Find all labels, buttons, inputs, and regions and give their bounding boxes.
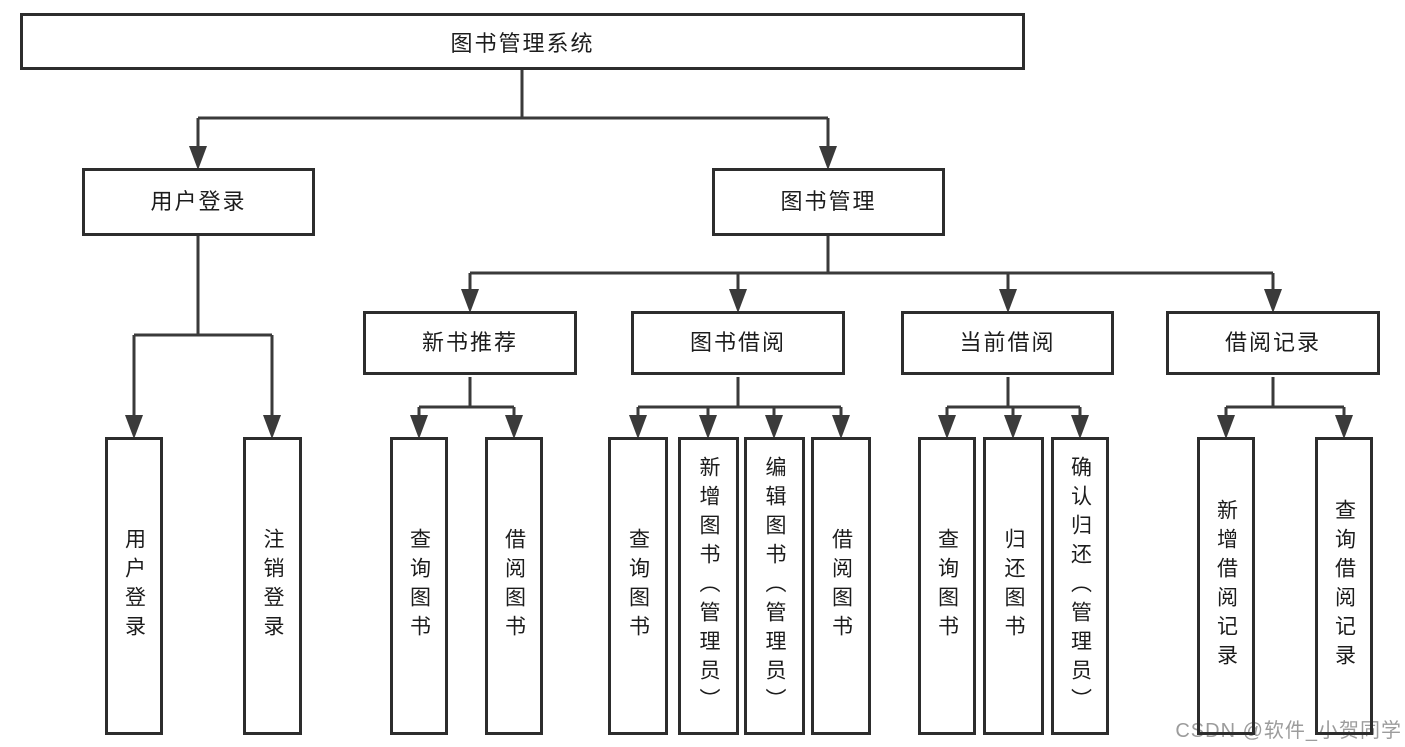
watermark: CSDN @软件_小贺同学 bbox=[1175, 720, 1402, 742]
leaf-records-add: 新增借阅记录 bbox=[1197, 437, 1255, 735]
leaf-borrow-add-label: 新增图书（管理员） bbox=[697, 455, 720, 717]
leaf-current-return-label: 归还图书 bbox=[1002, 528, 1025, 644]
node-root: 图书管理系统 bbox=[20, 13, 1025, 70]
leaf-newbook-borrow-label: 借阅图书 bbox=[502, 528, 526, 644]
leaf-newbook-borrow: 借阅图书 bbox=[485, 437, 543, 735]
node-borrow-records: 借阅记录 bbox=[1166, 311, 1380, 375]
leaf-borrow-borrow: 借阅图书 bbox=[811, 437, 871, 735]
leaf-newbook-query-label: 查询图书 bbox=[407, 528, 431, 644]
leaf-user-login-label: 用户登录 bbox=[122, 528, 146, 644]
node-book-borrow-label: 图书借阅 bbox=[689, 330, 786, 355]
leaf-borrow-add: 新增图书（管理员） bbox=[678, 437, 739, 735]
leaf-current-confirm: 确认归还（管理员） bbox=[1051, 437, 1109, 735]
node-book-borrow: 图书借阅 bbox=[631, 311, 845, 375]
node-book-mgmt-label: 图书管理 bbox=[780, 189, 877, 214]
leaf-current-confirm-label: 确认归还（管理员） bbox=[1068, 455, 1092, 717]
leaf-records-query: 查询借阅记录 bbox=[1315, 437, 1373, 735]
node-new-book-rec-label: 新书推荐 bbox=[421, 330, 518, 355]
leaf-borrow-borrow-label: 借阅图书 bbox=[829, 528, 853, 644]
leaf-records-query-label: 查询借阅记录 bbox=[1332, 499, 1356, 673]
connector-borrow-records bbox=[1217, 377, 1353, 439]
connector-new-book-rec bbox=[410, 377, 523, 439]
leaf-newbook-query: 查询图书 bbox=[390, 437, 448, 735]
node-borrow-records-label: 借阅记录 bbox=[1224, 330, 1321, 355]
node-root-label: 图书管理系统 bbox=[450, 30, 595, 56]
node-book-mgmt: 图书管理 bbox=[712, 168, 945, 236]
node-user-login: 用户登录 bbox=[82, 168, 315, 236]
leaf-current-query-label: 查询图书 bbox=[935, 528, 959, 644]
connector-user-login bbox=[125, 236, 281, 439]
leaf-borrow-edit-label: 编辑图书（管理员） bbox=[763, 455, 786, 717]
connector-book-mgmt bbox=[461, 236, 1282, 313]
leaf-logout-label: 注销登录 bbox=[261, 528, 284, 644]
leaf-borrow-edit: 编辑图书（管理员） bbox=[744, 437, 805, 735]
node-current-borrow: 当前借阅 bbox=[901, 311, 1114, 375]
node-user-login-label: 用户登录 bbox=[150, 189, 247, 214]
leaf-user-login: 用户登录 bbox=[105, 437, 163, 735]
leaf-records-add-label: 新增借阅记录 bbox=[1214, 499, 1238, 673]
node-current-borrow-label: 当前借阅 bbox=[959, 330, 1056, 355]
leaf-current-return: 归还图书 bbox=[983, 437, 1044, 735]
leaf-logout: 注销登录 bbox=[243, 437, 302, 735]
node-new-book-rec: 新书推荐 bbox=[363, 311, 577, 375]
connector-current-borrow bbox=[938, 377, 1089, 439]
connector-book-borrow bbox=[629, 377, 850, 439]
connector-root-to-level2 bbox=[189, 70, 837, 170]
leaf-current-query: 查询图书 bbox=[918, 437, 976, 735]
leaf-borrow-query: 查询图书 bbox=[608, 437, 668, 735]
leaf-borrow-query-label: 查询图书 bbox=[626, 528, 650, 644]
